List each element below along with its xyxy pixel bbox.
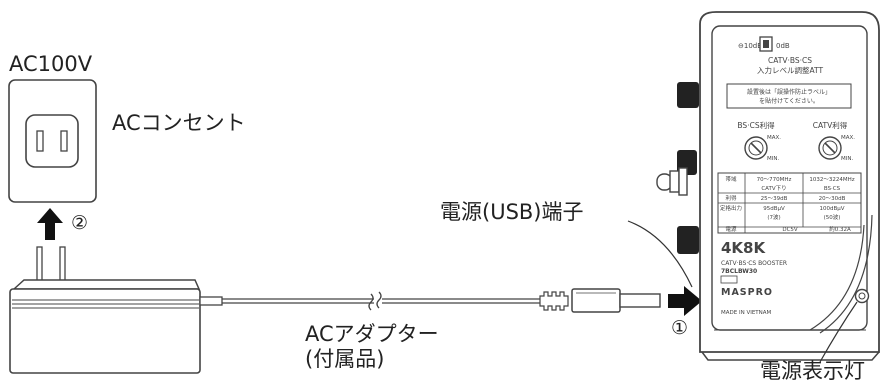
spec-cell: 95dBμV <box>763 206 785 212</box>
svg-text:を貼付けてください。: を貼付けてください。 <box>759 97 819 105</box>
booster-device: ⊖10dB 0dB CATV·BS·CS 入力レベル調整ATT 設置後は「誤操作… <box>656 11 880 361</box>
spec-cell: CATV下り <box>761 185 786 192</box>
spec-cell: (7波) <box>767 213 780 221</box>
adapter-name-label: ACアダプター <box>305 322 439 346</box>
svg-text:MASPRO: MASPRO <box>721 287 773 298</box>
adapter-note-label: (付属品) <box>305 347 385 371</box>
step-1-marker: ① <box>671 317 689 339</box>
catv-gain-knob <box>818 136 842 160</box>
power-indicator-leader <box>819 301 858 363</box>
spec-cell: 25〜39dB <box>761 196 788 202</box>
spec-cell: 20〜30dB <box>819 196 846 202</box>
svg-text:⊖10dB: ⊖10dB <box>738 42 762 50</box>
spec-cell: DC5V <box>782 227 798 233</box>
power-terminal-leader <box>627 220 693 288</box>
up-arrow-icon <box>37 208 63 240</box>
power-terminal-label: 電源(USB)端子 <box>440 200 584 224</box>
svg-text:MIN.: MIN. <box>841 156 853 162</box>
right-arrow-icon <box>668 286 702 316</box>
att-switch: ⊖10dB 0dB CATV·BS·CS 入力レベル調整ATT <box>738 36 823 75</box>
spec-cell: (50波) <box>824 213 841 221</box>
outlet-voltage-label: AC100V <box>9 52 93 76</box>
step-2-marker: ② <box>71 212 89 234</box>
spec-cell: 1032〜3224MHz <box>809 177 854 183</box>
power-indicator-lamp <box>854 288 870 304</box>
outlet-label: ACコンセント <box>112 111 246 135</box>
svg-text:MIN.: MIN. <box>767 156 779 162</box>
bs-cs-gain-knob <box>744 136 768 160</box>
svg-text:BS·CS利得: BS·CS利得 <box>737 120 775 130</box>
adapter-cable <box>222 291 540 311</box>
wall-outlet <box>8 79 97 203</box>
spec-cell: BS·CS <box>824 186 841 192</box>
power-indicator-label: 電源表示灯 <box>760 359 865 383</box>
ac-adapter <box>9 246 223 374</box>
svg-text:0dB: 0dB <box>776 42 790 50</box>
svg-text:CATV·BS·CS BOOSTER: CATV·BS·CS BOOSTER <box>721 260 787 267</box>
svg-text:MADE IN VIETNAM: MADE IN VIETNAM <box>721 310 772 316</box>
svg-text:MAX.: MAX. <box>767 135 781 141</box>
svg-text:MAX.: MAX. <box>841 135 855 141</box>
svg-text:4K8K: 4K8K <box>721 239 766 257</box>
spec-cell: 70〜770MHz <box>757 177 792 183</box>
outlet-slot-right <box>60 130 68 152</box>
spec-cell: 約0.32A <box>829 225 851 233</box>
led-indicator <box>656 167 688 196</box>
spec-cell: 100dBμV <box>819 206 844 212</box>
spec-cell: 電源 <box>725 225 737 233</box>
svg-text:7BCLBW30: 7BCLBW30 <box>721 268 757 275</box>
outlet-slot-left <box>36 130 44 152</box>
svg-text:入力レベル調整ATT: 入力レベル調整ATT <box>757 65 823 75</box>
certification-mark <box>720 275 738 284</box>
svg-text:CATV利得: CATV利得 <box>813 120 848 130</box>
spec-cell: 定格出力 <box>720 204 742 212</box>
svg-text:設置後は「誤操作防止ラベル」: 設置後は「誤操作防止ラベル」 <box>747 88 831 96</box>
spec-cell: 帯域 <box>725 175 737 183</box>
spec-cell: 利得 <box>725 194 737 202</box>
usb-plug <box>539 288 661 313</box>
svg-text:CATV·BS·CS: CATV·BS·CS <box>768 56 812 65</box>
